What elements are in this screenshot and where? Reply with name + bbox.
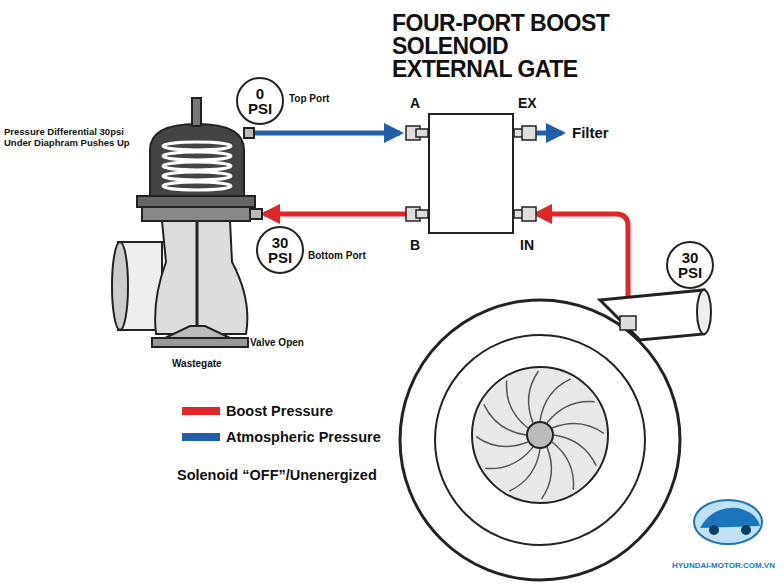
compressor-blade — [542, 447, 552, 499]
compressor-blade — [547, 401, 595, 422]
note: Pressure Differential 30psi Under Diaphr… — [4, 126, 136, 149]
part-name: Wastegate — [172, 358, 222, 370]
compressor-blade — [485, 447, 533, 468]
top-port-fitting — [244, 128, 254, 138]
adjuster-stud — [192, 98, 201, 126]
part-name: Filter — [572, 124, 609, 142]
boost-hose — [264, 212, 406, 217]
legend-text: Boost Pressure — [226, 403, 333, 419]
valve-body — [155, 221, 247, 334]
legend-swatch — [182, 433, 220, 441]
pressure-value: 0 PSI — [245, 86, 275, 116]
housing-inner-ring — [435, 335, 645, 545]
pressure-value: 30 PSI — [675, 250, 705, 280]
port-name: Top Port — [289, 93, 329, 105]
valve-head — [165, 326, 230, 338]
port-label: B — [410, 237, 420, 253]
base-plate — [152, 338, 248, 347]
boost-fitting — [620, 316, 636, 330]
spring-coil — [163, 142, 231, 150]
compressor-housing — [400, 300, 680, 580]
pressure-callout: 30 PSI — [666, 241, 715, 290]
pressure-callout: 0 PSI — [236, 77, 285, 126]
compressor-blade — [552, 442, 573, 490]
valve-stem — [196, 205, 199, 338]
watermark-logo — [700, 508, 760, 528]
compressor-blades — [476, 371, 604, 499]
legend-swatch — [182, 407, 220, 415]
legend-text: Atmospheric Pressure — [226, 429, 381, 445]
flange — [142, 207, 250, 221]
wheel-hub — [527, 422, 553, 448]
pipe-opening — [112, 242, 128, 330]
legend-entry: Boost Pressure — [182, 402, 333, 420]
watermark: HYUNDAI-MOTOR.COM.VN — [672, 561, 775, 571]
port-label: EX — [518, 95, 537, 111]
compressor-inlet — [472, 367, 608, 503]
solenoid-body: AEXBIN — [428, 113, 514, 234]
watermark-logo — [694, 500, 762, 544]
turbocharger-drawing — [400, 290, 711, 580]
port-label: IN — [520, 237, 534, 253]
watermark-logo — [709, 525, 719, 535]
outlet-flange — [697, 290, 711, 334]
port-label: A — [410, 95, 420, 111]
legend-entry: Atmospheric Pressure — [182, 428, 381, 446]
spring-coil — [163, 142, 231, 190]
compressor-blade — [529, 371, 539, 423]
spring-coil — [163, 162, 231, 170]
part-name: Valve Open — [250, 337, 304, 349]
flange — [137, 196, 255, 207]
spring-coil — [163, 172, 231, 180]
pressure-value: 30 PSI — [265, 235, 295, 265]
compressor-blade — [506, 380, 527, 428]
port-name: Bottom Port — [308, 250, 366, 262]
compressor-blade — [476, 437, 528, 447]
actuator-dome — [150, 124, 244, 196]
spring-coil — [163, 152, 231, 160]
watermark-logo — [741, 525, 751, 535]
spring-coil — [163, 182, 231, 190]
bottom-port-fitting — [250, 209, 262, 219]
solenoid-fittings — [522, 126, 536, 140]
wastegate-drawing — [112, 98, 262, 347]
watermark-logo — [694, 500, 762, 544]
compressor-blade — [552, 424, 604, 434]
diagram-title: FOUR-PORT BOOST SOLENOID EXTERNAL GATE — [392, 12, 622, 81]
solenoid-fittings — [416, 129, 428, 137]
atmospheric-hose — [252, 131, 400, 136]
solenoid-fittings — [522, 207, 536, 221]
pressure-callout: 30 PSI — [256, 226, 305, 275]
solenoid-fittings — [416, 210, 428, 218]
status-note: Solenoid “OFF”/Unenergized — [177, 467, 377, 484]
